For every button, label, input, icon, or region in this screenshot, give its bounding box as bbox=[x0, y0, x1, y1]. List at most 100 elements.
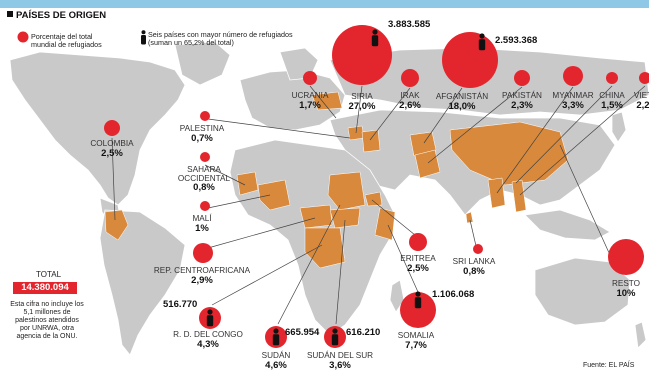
country-name: R. D. DEL CONGO bbox=[173, 330, 243, 339]
bubble-sahara-occidental bbox=[200, 152, 210, 162]
leader-line-sahara-occidental bbox=[204, 164, 246, 186]
refugee-count-r-d-del-congo: 516.770 bbox=[163, 299, 198, 310]
country-name: SUDÁN bbox=[261, 351, 291, 360]
person-icon-r-d-del-congo bbox=[206, 309, 214, 327]
bubble-myanmar bbox=[563, 66, 583, 86]
country-percentage: 27,0% bbox=[348, 100, 376, 112]
country-percentage: 0,8% bbox=[193, 182, 215, 194]
leader-line-china bbox=[515, 85, 613, 184]
country-percentage: 4,6% bbox=[265, 359, 287, 370]
map-title: PAÍSES DE ORIGEN bbox=[7, 11, 106, 21]
leader-line-r-d-del-congo bbox=[211, 244, 323, 306]
leader-line-rep-centroafricana bbox=[207, 217, 316, 249]
country-name: PAKISTÁN bbox=[502, 91, 542, 100]
legend-circle-text: Porcentaje del total mundial de refugiad… bbox=[31, 32, 102, 49]
country-sudan bbox=[327, 171, 366, 211]
bubble-siria bbox=[332, 25, 392, 85]
country-drc bbox=[304, 227, 346, 269]
country-percentage: 7,7% bbox=[405, 339, 427, 351]
country-ukraine bbox=[311, 91, 343, 111]
leader-line-colombia bbox=[111, 137, 116, 221]
country-car bbox=[299, 204, 333, 229]
country-south-sudan bbox=[329, 207, 361, 229]
leader-line-ucrania bbox=[309, 85, 337, 119]
bubble-sri-lanka bbox=[473, 244, 483, 254]
land-new-zealand bbox=[634, 321, 647, 349]
title-square-icon bbox=[7, 11, 13, 17]
land-russia bbox=[329, 47, 649, 116]
country-name: CHINA bbox=[599, 91, 625, 100]
country-pakistan bbox=[414, 149, 441, 179]
land-south-america bbox=[99, 209, 186, 356]
country-somalia bbox=[374, 207, 396, 241]
refugee-count-sudan-del-sur: 616.210 bbox=[346, 327, 381, 338]
country-name: SOMALIA bbox=[397, 331, 435, 340]
leader-line-palestina bbox=[207, 118, 351, 139]
leader-line-sri-lanka bbox=[469, 219, 477, 247]
land-north-america bbox=[9, 51, 186, 206]
country-name: UCRANIA bbox=[291, 91, 329, 100]
land-greenland bbox=[174, 41, 231, 86]
country-percentage: 2,6% bbox=[399, 99, 421, 111]
country-label-viet: VIET2,2 bbox=[634, 91, 649, 111]
refugee-count-afganistan: 2.593.368 bbox=[495, 35, 538, 46]
land-japan bbox=[611, 111, 627, 143]
land-southeast-asia bbox=[524, 209, 611, 241]
country-name: SUDÁN DEL SUR bbox=[306, 351, 374, 360]
country-percentage: 4,3% bbox=[197, 338, 219, 350]
country-name: AFGANISTÁN bbox=[435, 92, 489, 101]
leader-line-eritrea bbox=[371, 199, 416, 236]
country-name: IRAK bbox=[400, 91, 420, 100]
person-icon-sudan-del-sur bbox=[331, 328, 339, 346]
country-china bbox=[449, 121, 569, 186]
bubble-palestina bbox=[200, 111, 210, 121]
legend-person-text: Seis países con mayor número de refugiad… bbox=[148, 30, 293, 47]
person-icon-afganistan bbox=[478, 33, 486, 51]
country-percentage: 2,2 bbox=[636, 99, 649, 111]
leader-line-sudan-del-sur bbox=[335, 219, 346, 325]
country-percentage: 2,5% bbox=[407, 262, 429, 274]
leader-line-mali bbox=[207, 194, 271, 209]
leader-line-irak bbox=[369, 87, 411, 141]
bubble-rep-centroafricana bbox=[193, 243, 213, 263]
country-name: SAHARA OCCIDENTAL bbox=[177, 165, 231, 183]
refugee-count-somalia: 1.106.068 bbox=[432, 289, 475, 300]
bubble-mali bbox=[200, 201, 210, 211]
country-myanmar bbox=[487, 177, 506, 209]
bubble-somalia bbox=[400, 292, 436, 328]
top-color-bar bbox=[0, 0, 649, 8]
country-iraq bbox=[361, 129, 381, 153]
country-percentage: 3,6% bbox=[329, 359, 351, 370]
country-name: MALÍ bbox=[192, 214, 212, 223]
country-name: ERITREA bbox=[400, 254, 436, 263]
bubble-china bbox=[606, 72, 618, 84]
person-icon-siria bbox=[371, 29, 379, 47]
bubble-viet bbox=[639, 72, 649, 84]
country-percentage: 0,7% bbox=[191, 132, 213, 144]
leader-line-resto bbox=[559, 144, 611, 256]
legend-circle-icon bbox=[17, 31, 29, 43]
country-sri-lanka bbox=[465, 211, 474, 224]
bubble-pakistan bbox=[514, 70, 530, 86]
country-percentage: 2,9% bbox=[191, 274, 213, 286]
bubble-ucrania bbox=[303, 71, 317, 85]
country-afghanistan bbox=[409, 131, 437, 157]
map-title-text: PAÍSES DE ORIGEN bbox=[16, 10, 107, 21]
country-percentage: 10% bbox=[616, 287, 636, 299]
total-note: Esta cifra no incluye los 5,1 millones d… bbox=[10, 301, 84, 341]
land-australia bbox=[534, 257, 631, 326]
